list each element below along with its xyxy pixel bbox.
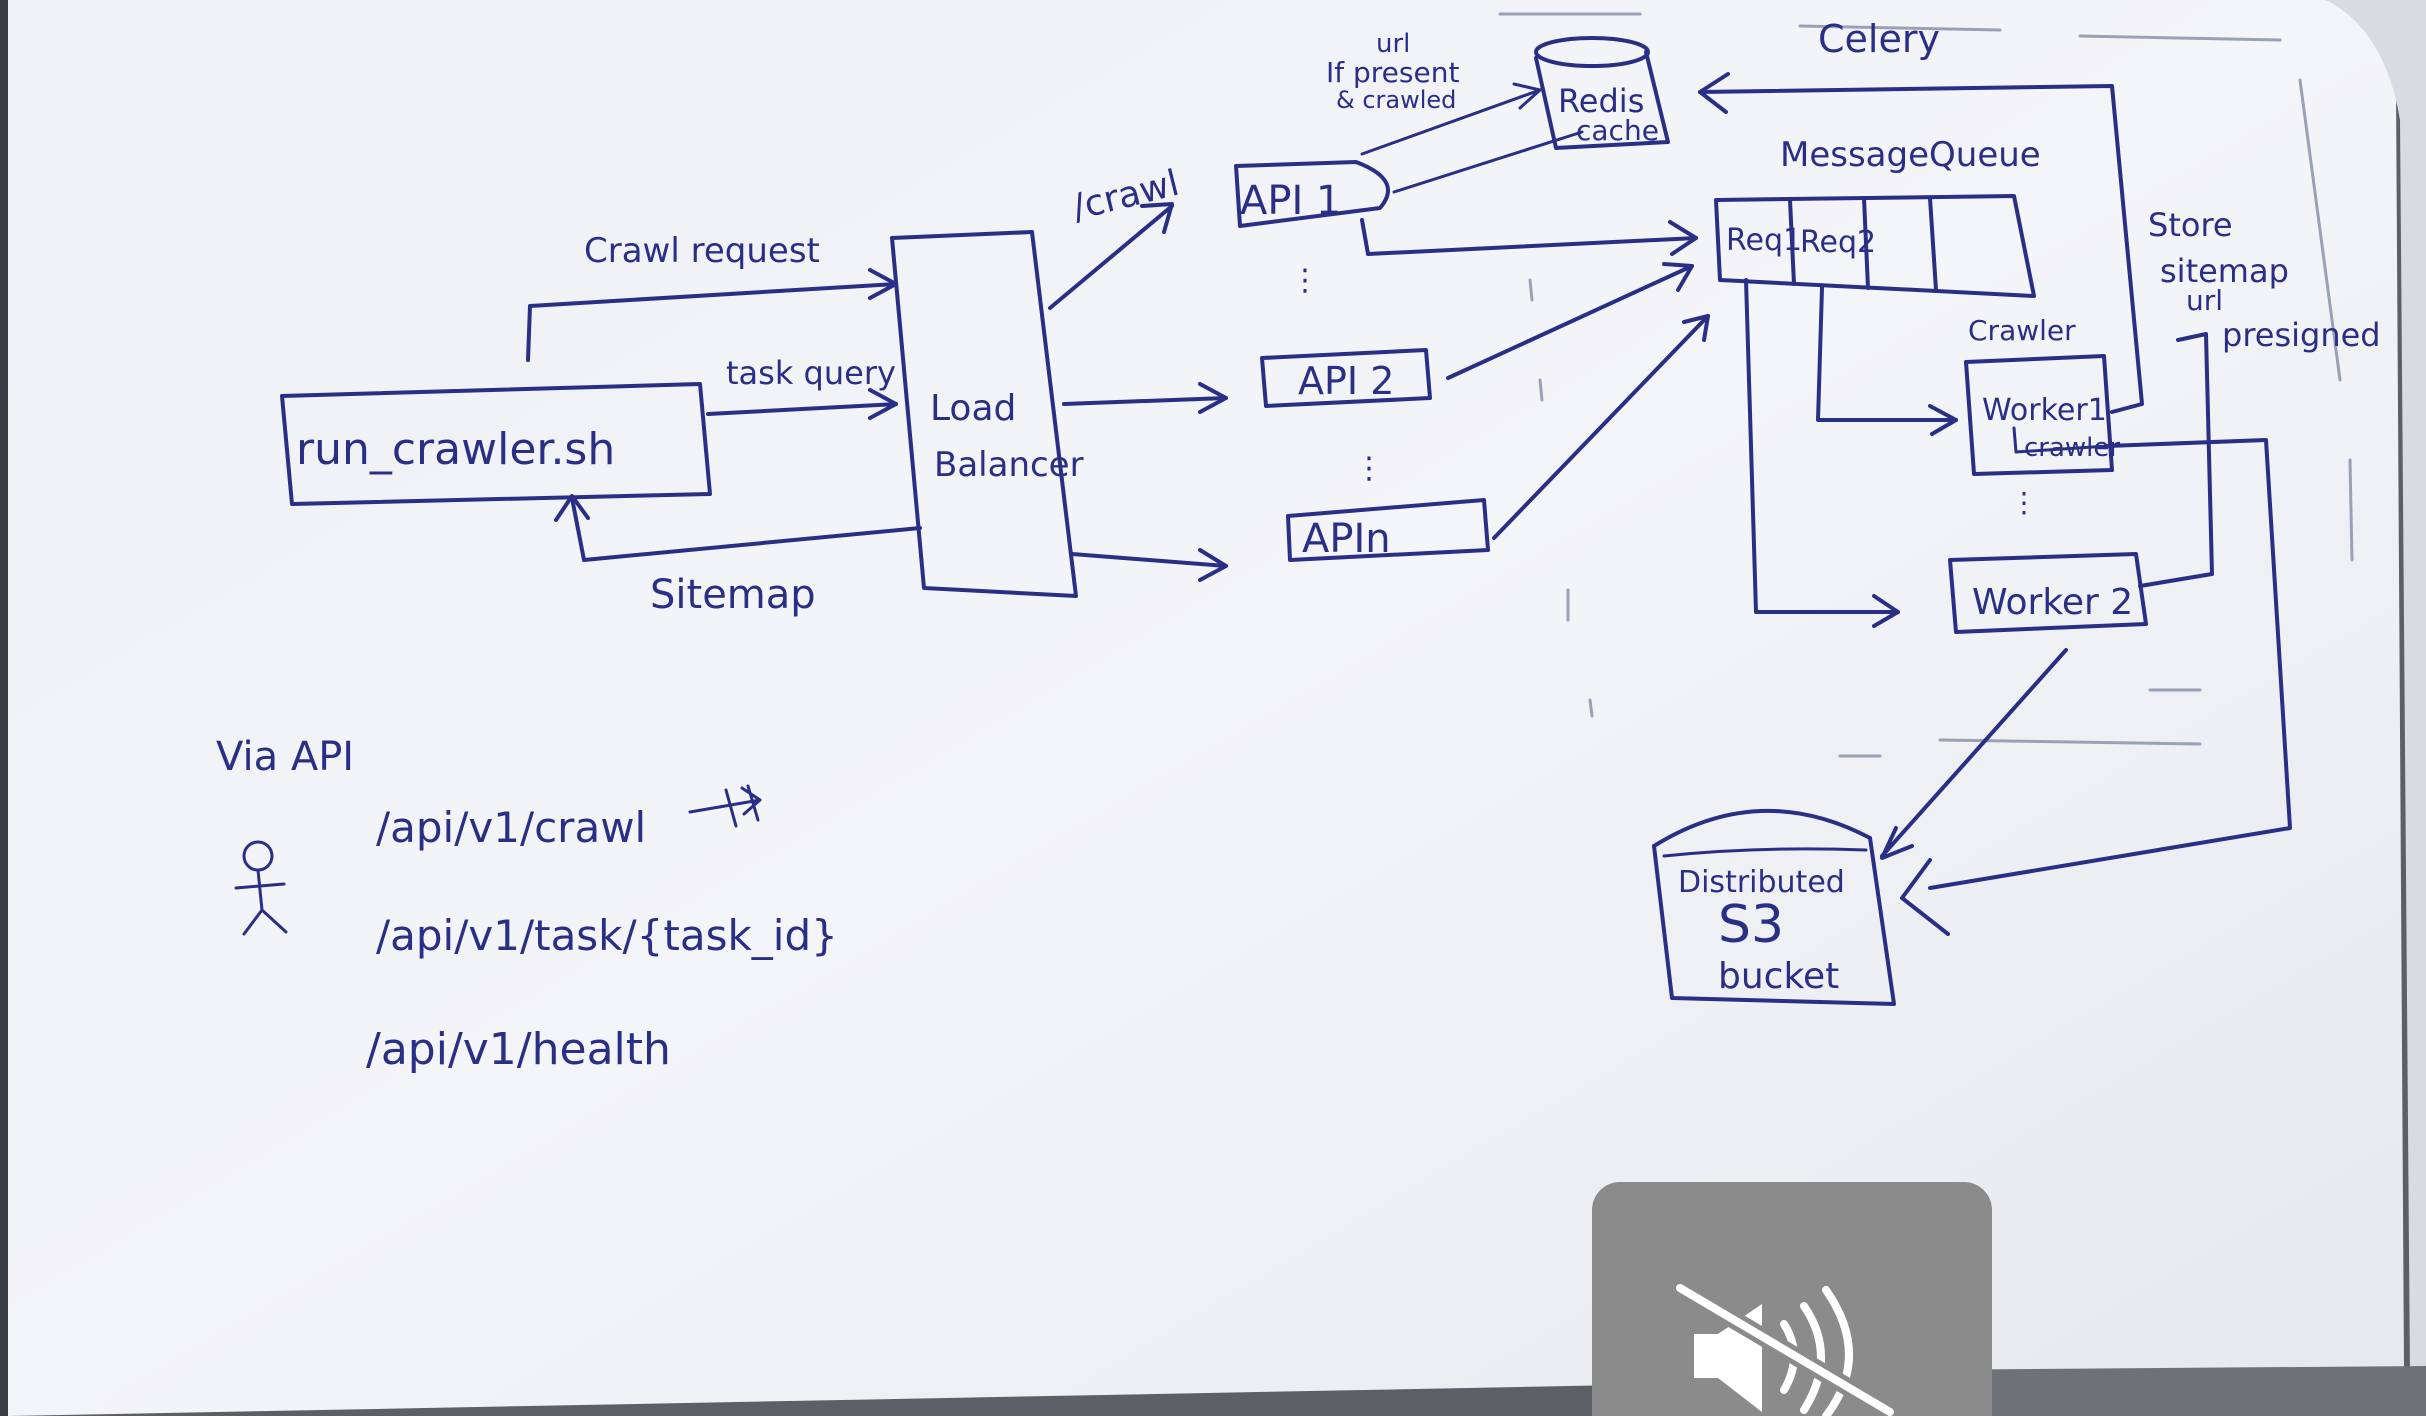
paper-bottom-edge	[1900, 1366, 2426, 1416]
queue-slot-req2: Req2	[1800, 225, 1876, 260]
crawler-label: Crawler	[1968, 314, 2076, 347]
celery-label: Celery	[1818, 17, 1940, 61]
endpoint-task: /api/v1/task/{task_id}	[376, 911, 838, 960]
url-check-top: url	[1376, 29, 1410, 59]
queue-title: MessageQueue	[1780, 135, 2041, 175]
redis-cache-cylinder: Redis cache	[1534, 36, 1670, 150]
lb-to-apin-arrow	[1070, 548, 1228, 582]
message-queue: MessageQueue Req1 Req2	[1714, 135, 2041, 298]
api-ellipsis-2: ⋮	[1354, 451, 1384, 486]
worker-ellipsis: ⋮	[2010, 486, 2038, 519]
celery-loop-arrow: Celery	[1698, 17, 2144, 414]
s3-bucket-cylinder: Distributed S3 bucket	[1652, 808, 1896, 1006]
mute-overlay[interactable]	[1592, 1182, 1992, 1416]
worker2-label: Worker 2	[1972, 582, 2133, 623]
api2-box: API 2	[1260, 348, 1432, 408]
redis-line2: cache	[1576, 114, 1659, 147]
apin-box: APIn	[1286, 498, 1490, 562]
queue-to-workers-arrows	[1744, 278, 1958, 628]
client-script-label: run_crawler.sh	[296, 424, 615, 475]
store-note-line3: url	[2186, 284, 2223, 317]
s3-line2: S3	[1718, 895, 1784, 955]
api2-label: API 2	[1298, 359, 1394, 403]
speaker-muted-icon[interactable]	[1675, 1280, 1895, 1416]
s3-line3: bucket	[1718, 956, 1839, 997]
load-balancer-line2: Balancer	[934, 445, 1084, 485]
sitemap-arrow: Sitemap	[554, 494, 922, 618]
paper-sheet	[8, 0, 2404, 1416]
s3-line1: Distributed	[1678, 865, 1845, 900]
api-to-queue-arrows	[1360, 218, 1710, 540]
worker1-line2: crawler	[2024, 433, 2120, 463]
crawl-request-arrow: Crawl request	[526, 231, 898, 362]
workers-to-s3-arrows	[1880, 332, 2292, 936]
task-query-arrow: task query	[706, 354, 898, 420]
left-edge-strip	[0, 0, 8, 1416]
lb-to-api2-arrow	[1062, 382, 1228, 414]
api1-label: API 1	[1240, 178, 1341, 224]
worker2-box: Worker 2	[1948, 552, 2148, 634]
stick-figure-icon	[234, 840, 288, 936]
queue-slot-req1: Req1	[1726, 223, 1802, 258]
scribble-arrow-icon	[688, 784, 762, 828]
worker1-line1: Worker1	[1982, 393, 2107, 428]
client-script-box: run_crawler.sh	[280, 382, 712, 506]
api1-box: API 1	[1234, 160, 1390, 228]
crawl-request-label: Crawl request	[584, 231, 820, 271]
load-balancer-line1: Load	[930, 388, 1016, 429]
store-sitemap-note: Store sitemap url presigned	[2148, 206, 2381, 354]
store-note-line1: Store	[2148, 206, 2233, 244]
load-balancer-box: Load Balancer	[890, 230, 1084, 598]
endpoint-health: /api/v1/health	[366, 1024, 671, 1075]
url-check-mid: If present	[1326, 56, 1459, 89]
store-note-line4: presigned	[2222, 316, 2381, 354]
sitemap-label: Sitemap	[650, 572, 816, 618]
paper-right-edge	[2326, 0, 2426, 1376]
api-endpoints-section: Via API /api/v1/crawl /api/v1/task/{task…	[216, 734, 838, 1075]
url-check-bot: & crawled	[1336, 86, 1456, 114]
store-note-line2: sitemap	[2160, 252, 2289, 290]
worker1-box: Crawler Worker1 crawler	[1964, 314, 2120, 476]
endpoint-crawl: /api/v1/crawl	[376, 803, 646, 852]
apin-label: APIn	[1302, 516, 1391, 562]
api1-redis-arrows: url If present & crawled	[1326, 29, 1584, 194]
task-query-label: task query	[726, 354, 896, 392]
via-api-title: Via API	[216, 734, 354, 780]
redis-line1: Redis	[1558, 82, 1644, 120]
api-ellipsis-1: ⋮	[1290, 263, 1320, 298]
